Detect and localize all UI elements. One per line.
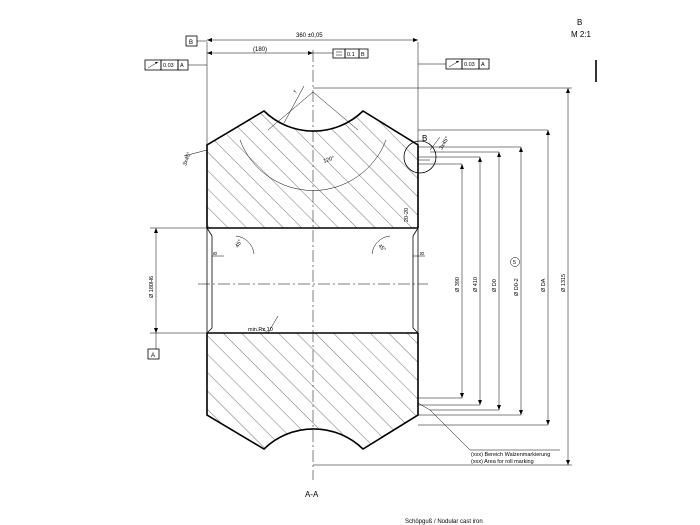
corner-chamfer-label: 3x45° [182, 151, 192, 166]
bore-chamfer-left-label: 8 [213, 252, 219, 255]
half-width-label: (180) [253, 47, 267, 53]
sheet-zone-letter: B [577, 18, 582, 27]
bore-diameter-dimension [150, 227, 207, 334]
diameter-stack [313, 87, 572, 466]
dd0minus2-marker [510, 257, 520, 267]
side-step-label: 20-20 [404, 208, 410, 222]
parallelism-value: 0.1 [347, 52, 355, 58]
section-label: A-A [305, 490, 319, 499]
groove-radius-label: r [293, 89, 299, 94]
datum-a-letter: A [151, 353, 155, 359]
half-width-dimension [207, 51, 313, 55]
right-chamfer-arc [371, 235, 391, 255]
dd0minus2-label: Ø D0-2 [514, 278, 520, 296]
detail-chamfer-label: 3x45° [439, 136, 451, 151]
groove-construction-arc [239, 139, 387, 191]
left-runout-datum: A [180, 63, 184, 69]
groove-angle-leg-right [312, 91, 359, 131]
left-chamfer-angle: 45° [235, 239, 244, 249]
bore-chamfer-right-label: 8 [420, 252, 426, 255]
left-runout-value: 0.03 [163, 63, 174, 69]
roll-marking-note-2: (xxx) Area for roll marking [471, 459, 534, 465]
footer-material-note: Schöpguß / Nodular cast iron [405, 519, 483, 525]
dd0-label: Ø D0 [492, 279, 498, 292]
datum-b-letter: B [189, 40, 193, 46]
roll-marking-note-1: (xxx) Bereich Walzenmarkierung [471, 452, 550, 458]
groove-radius-leader [283, 85, 305, 124]
corner-chamfer-leader [183, 149, 208, 157]
d410-label: Ø 410 [473, 277, 479, 292]
lower-section-hatch [206, 333, 419, 451]
bore-diameter-label: Ø 180H6 [149, 276, 155, 298]
overall-width-dimension [206, 38, 419, 145]
right-runout-frame [418, 58, 490, 70]
d1315-label: Ø 1315 [561, 274, 567, 292]
right-chamfer-angle: 45° [377, 243, 387, 253]
upper-section-hatch [206, 109, 419, 228]
groove-angle-label: 120° [323, 155, 336, 165]
sheet-scale: M 2:1 [571, 30, 592, 39]
parallelism-datum: B [361, 52, 365, 58]
left-chamfer-arc [235, 235, 255, 255]
bore-outline [206, 227, 419, 334]
dd0minus2-marker-number: 5 [513, 260, 516, 266]
right-runout-datum: A [481, 62, 485, 68]
datum-a-box [147, 348, 160, 360]
roughness-symbol [261, 315, 279, 334]
d390-label: Ø 390 [455, 277, 461, 292]
detail-circle-letter: B [422, 134, 427, 143]
dda-label: Ø DA [541, 278, 547, 292]
overall-width-label: 360 ±0,05 [296, 33, 323, 39]
roughness-label: min.Rz 10 [248, 327, 273, 333]
roll-marking-leader [429, 409, 471, 451]
right-runout-value: 0.03 [464, 62, 475, 68]
parallelism-frame [313, 48, 369, 59]
left-runout-frame [144, 59, 207, 71]
